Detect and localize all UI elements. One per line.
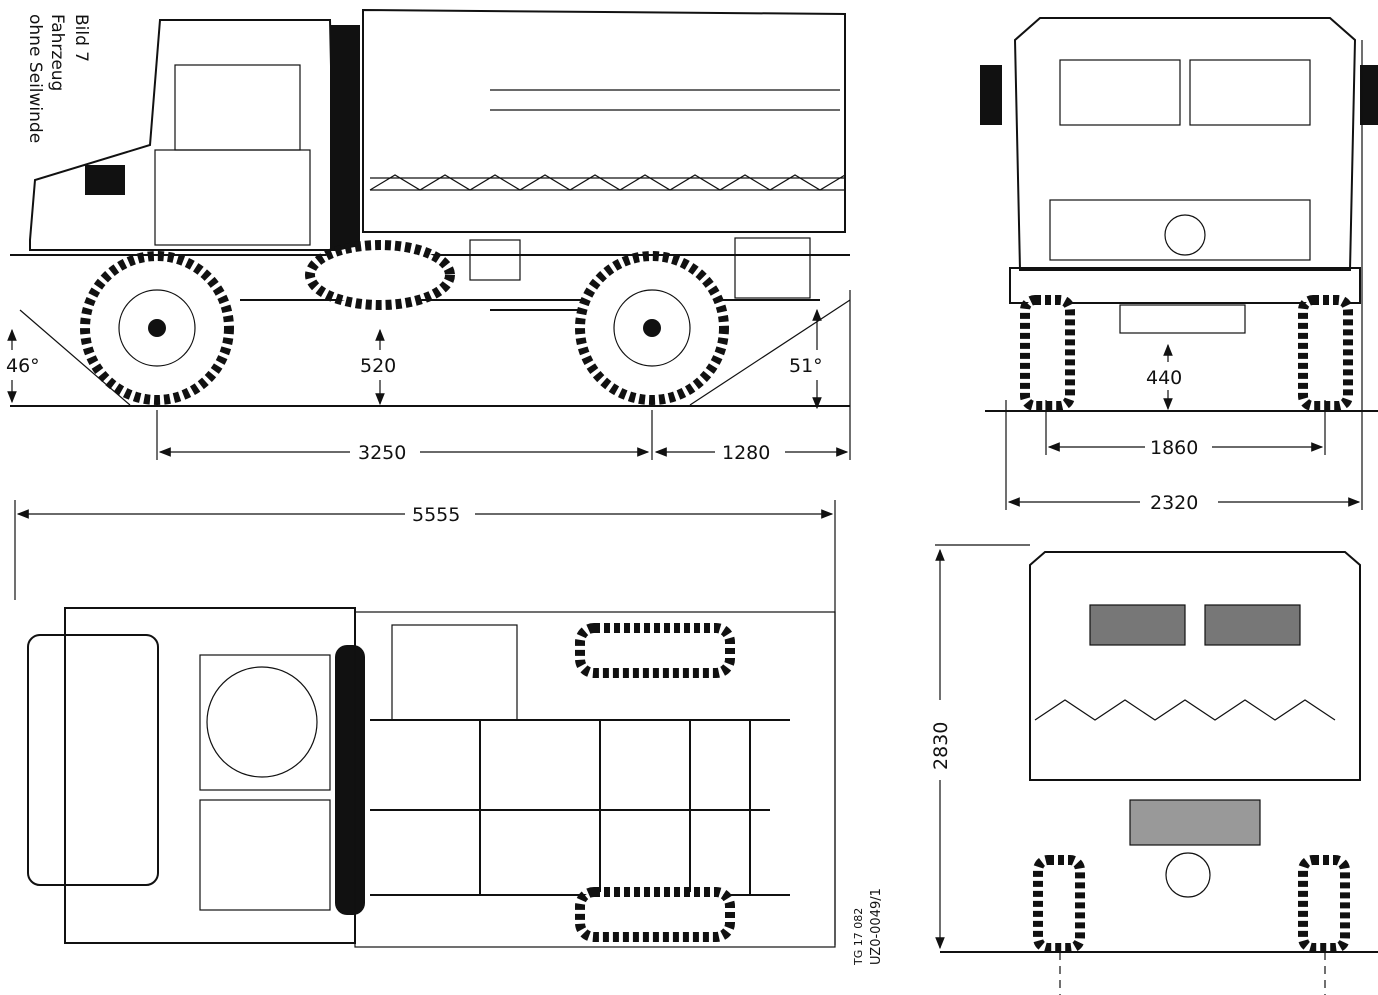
caption-line-2: Fahrzeug [47,14,67,91]
ground-clearance-side-label: 520 [360,355,396,377]
caption-line-1: Bild 7 [71,14,91,62]
caption-line-3: ohne Seilwinde [25,14,45,143]
rear-overhang-label: 1280 [722,442,770,464]
ground-clearance-front-label: 440 [1146,367,1182,389]
wheelbase-label: 3250 [358,442,406,464]
side-view: 46° 520 51° 3250 1280 [6,8,851,464]
overall-width-label: 2320 [1150,492,1198,514]
figure-caption: Bild 7 Fahrzeug ohne Seilwinde [25,14,91,143]
drawing-ref-line-1: TG 17 082 [852,908,865,966]
front-view: 440 1860 2320 [980,17,1378,514]
departure-angle-label: 51° [789,355,823,377]
overall-length-label: 5555 [412,504,460,526]
drawing-ref-line-2: UZ0-0049/1 [869,888,884,965]
top-view: 5555 TG 17 082 UZ0-0049/1 [14,500,884,966]
approach-angle-label: 46° [6,355,40,377]
track-width-label: 1860 [1150,437,1198,459]
overall-height-label: 2830 [930,722,952,770]
rear-view: 2830 [930,544,1378,995]
